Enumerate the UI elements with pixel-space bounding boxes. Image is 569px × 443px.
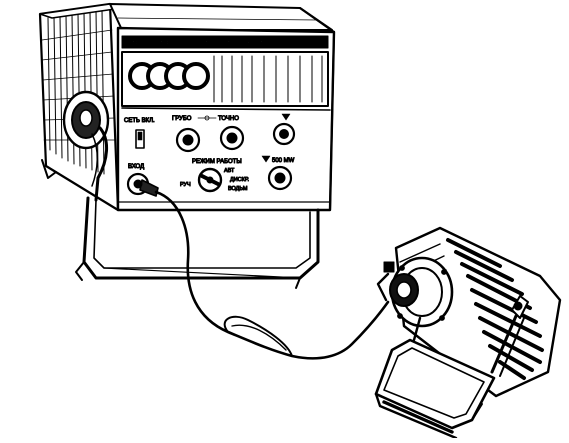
fine-knob[interactable] <box>219 125 245 151</box>
title-strip-text: ЦИФРОВОЙ ФАЗОМЕТР ИЗМЕРИТЕЛЬНЫЙ ВОМ <box>125 38 279 47</box>
mode-label: РЕЖИМ РАБОТЫ <box>192 159 242 165</box>
mode-discrete-label: ДИСКР. <box>230 177 249 183</box>
mode-manual-label: РУЧ <box>180 182 191 188</box>
sensor-head <box>376 226 562 398</box>
instrument-front-panel: ЦИФРОВОЙ ФАЗОМЕТР ИЗМЕРИТЕЛЬНЫЙ ВОМ СЕТЬ… <box>116 26 336 212</box>
mode-selector-knob[interactable] <box>197 167 223 193</box>
top-right-knob[interactable] <box>272 122 296 146</box>
coarse-label: ГРУБО <box>172 116 192 122</box>
instrument-base-frame <box>75 196 320 289</box>
input-connector[interactable] <box>126 172 159 197</box>
input-label: ВХОД <box>128 164 144 170</box>
fine-label: ТОЧНО <box>218 116 239 122</box>
sensor-connector <box>376 261 419 307</box>
instrument-top <box>109 3 333 31</box>
side-connector <box>62 90 110 202</box>
range-label: 500 МW <box>272 158 295 164</box>
connecting-cable <box>154 190 390 360</box>
mode-auto-label: АВТ <box>224 168 235 174</box>
digital-display <box>128 62 210 90</box>
sensor-stand <box>374 338 496 440</box>
mode-extra-label: ВОДЬМ <box>228 186 248 192</box>
power-label: СЕТЬ ВКЛ. <box>124 118 155 124</box>
display-hatching <box>213 55 323 103</box>
coarse-knob[interactable] <box>175 127 201 153</box>
range-knob[interactable] <box>267 165 293 191</box>
power-switch[interactable] <box>135 129 145 149</box>
instrument: ЦИФРОВОЙ ФАЗОМЕТР ИЗМЕРИТЕЛЬНЫЙ ВОМ СЕТЬ… <box>38 2 336 289</box>
sensor-support-arm <box>412 295 529 377</box>
